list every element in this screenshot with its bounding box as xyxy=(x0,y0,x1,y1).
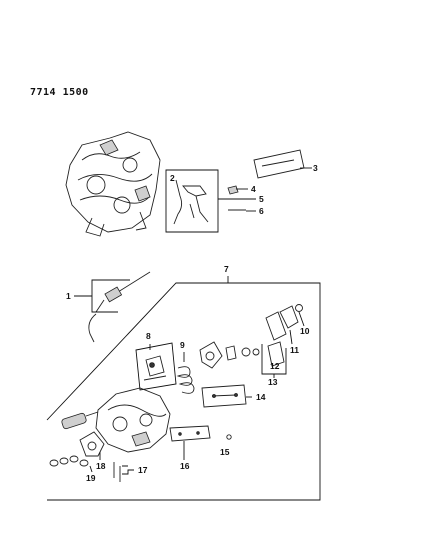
callout-10: 10 xyxy=(300,326,310,336)
spring-9 xyxy=(176,366,195,394)
callout-6: 6 xyxy=(259,206,264,216)
throttle-link-box-8 xyxy=(135,342,177,391)
callout-7: 7 xyxy=(224,264,229,274)
gasket-16 xyxy=(169,425,211,442)
pump-housing-18 xyxy=(79,431,105,457)
callout-9: 9 xyxy=(180,340,185,350)
screws-17 xyxy=(113,462,121,482)
callout-1: 1 xyxy=(66,291,71,301)
document-id: 7714 1500 xyxy=(30,87,89,98)
callout-4: 4 xyxy=(251,184,256,194)
hose-kit-box xyxy=(165,169,219,233)
callout-16: 16 xyxy=(180,461,190,471)
lever-set-12-13 xyxy=(265,304,303,367)
screw-4 xyxy=(227,185,239,195)
callout-15: 15 xyxy=(220,447,230,457)
fuel-line-1 xyxy=(88,271,151,343)
callout-11: 11 xyxy=(290,345,299,355)
solenoid xyxy=(61,411,99,430)
callout-14: 14 xyxy=(256,392,266,402)
callout-3: 3 xyxy=(313,163,318,173)
gasket-plate-3 xyxy=(253,149,305,179)
throttle-levers xyxy=(199,341,260,369)
callout-5: 5 xyxy=(259,194,264,204)
callout-17: 17 xyxy=(138,465,148,475)
carburetor-overview-illustration xyxy=(65,131,161,237)
callout-8: 8 xyxy=(146,331,151,341)
callout-13: 13 xyxy=(268,377,278,387)
assembly-boundary xyxy=(46,282,321,501)
callout-12: 12 xyxy=(270,361,280,371)
washers-19 xyxy=(49,455,89,467)
carburetor-body xyxy=(95,387,171,453)
callout-2: 2 xyxy=(170,173,175,183)
callout-19: 19 xyxy=(86,473,96,483)
plate-14 xyxy=(201,384,247,408)
callout-18: 18 xyxy=(96,461,106,471)
check-ball-15 xyxy=(226,434,232,440)
